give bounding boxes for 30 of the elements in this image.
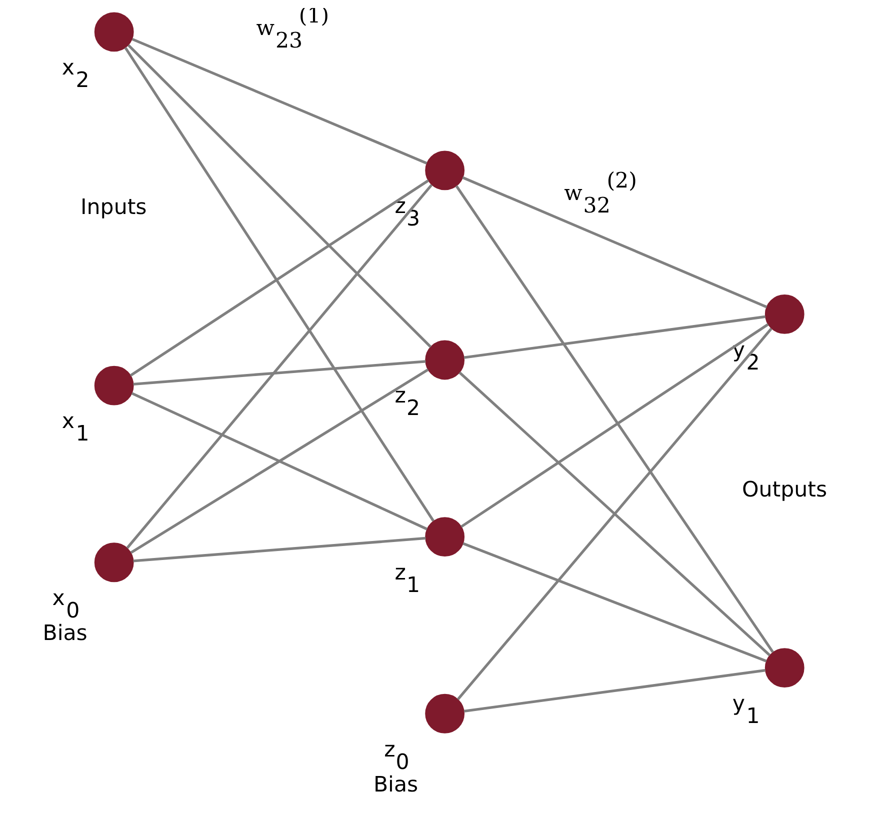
connector (132, 360, 426, 386)
connector (129, 179, 429, 377)
connector (460, 323, 768, 528)
connector (462, 176, 767, 308)
node-circle (94, 542, 134, 582)
label: Inputs (80, 195, 146, 220)
node-label: Bias (372, 772, 418, 798)
connector (130, 368, 428, 554)
connector (127, 44, 432, 348)
node-circle (424, 517, 464, 557)
connector (456, 328, 772, 700)
node-circle (424, 340, 464, 380)
connector (463, 668, 765, 712)
connector (124, 46, 434, 522)
node-label: Bias (42, 621, 87, 646)
connector (131, 38, 427, 164)
connector (462, 542, 766, 662)
node-circle (764, 648, 804, 688)
connector (458, 371, 770, 656)
connector (454, 185, 774, 653)
connector (463, 315, 765, 359)
node-circle (424, 150, 464, 190)
node-circle (94, 12, 134, 52)
node-circle (424, 694, 464, 734)
node-circle (764, 294, 804, 334)
label: Outputs (742, 477, 827, 502)
connector (132, 536, 426, 562)
connector (126, 184, 432, 549)
node-circle (94, 366, 134, 406)
connector (130, 392, 428, 530)
